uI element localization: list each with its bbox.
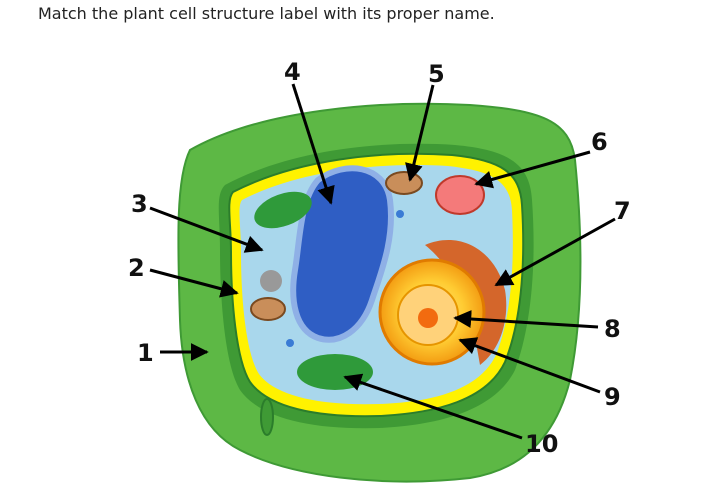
arrow-2: [149, 268, 239, 298]
label-7: 7: [614, 197, 631, 225]
pointer-arrows: [149, 83, 616, 440]
vacuole: [290, 165, 394, 343]
mitochondrion-left: [250, 297, 286, 321]
arrow-3: [149, 206, 264, 253]
small-vesicle-1: [396, 210, 404, 218]
arrow-8: [453, 310, 599, 329]
arrow-7: [494, 217, 616, 287]
nucleolus: [418, 308, 438, 328]
arrow-6: [474, 150, 591, 189]
question-text: Match the plant cell structure label wit…: [38, 4, 495, 23]
mitochondrion-top: [385, 171, 423, 195]
label-2: 2: [128, 254, 145, 282]
chloroplast-wall: [260, 398, 274, 436]
chloroplast-top: [254, 191, 312, 229]
label-6: 6: [591, 128, 608, 156]
label-1: 1: [137, 339, 154, 367]
arrow-5: [405, 84, 435, 182]
golgi-apparatus: [435, 175, 485, 215]
label-5: 5: [428, 60, 445, 88]
vesicle: [260, 270, 282, 292]
arrow-4: [291, 83, 335, 205]
small-vesicle-2: [286, 339, 294, 347]
label-3: 3: [131, 190, 148, 218]
label-9: 9: [604, 383, 621, 411]
label-10: 10: [525, 430, 558, 458]
chloroplast-bottom: [297, 354, 373, 390]
label-8: 8: [604, 315, 621, 343]
arrow-10: [343, 373, 523, 440]
arrow-9: [458, 337, 601, 394]
label-4: 4: [284, 58, 301, 86]
